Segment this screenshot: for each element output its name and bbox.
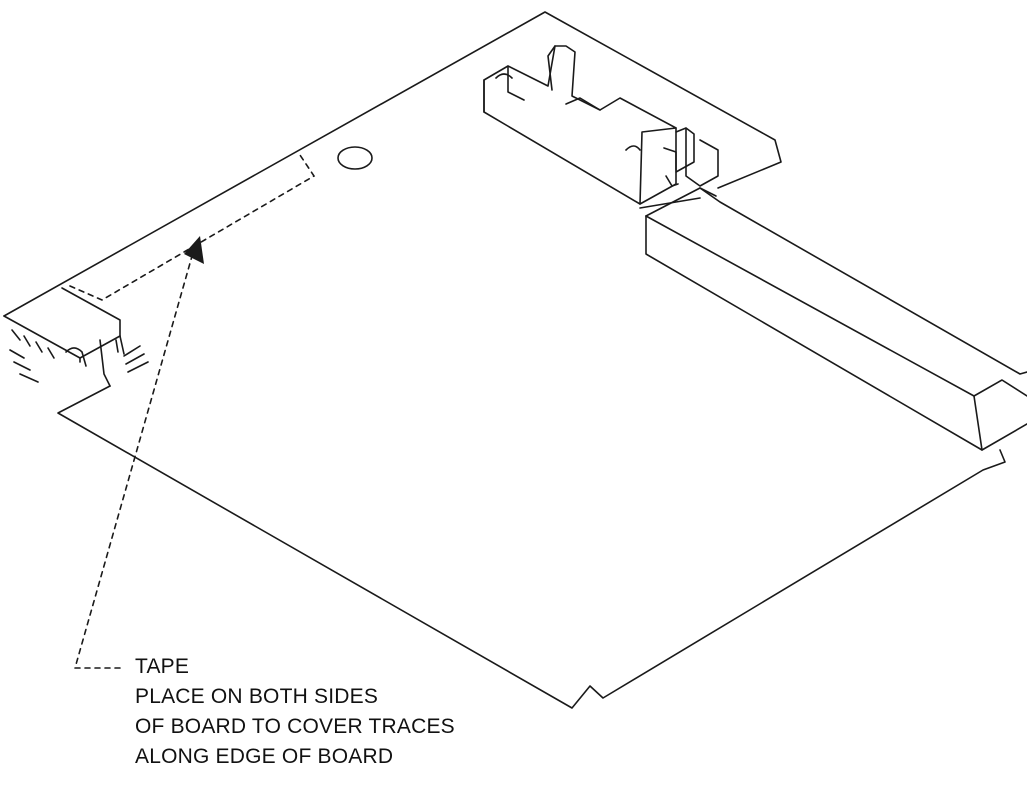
edge-connector	[3, 287, 149, 387]
mounting-hole	[337, 146, 373, 170]
callout-line-3: ALONG EDGE OF BOARD	[135, 745, 394, 768]
tape-leader-line	[73, 241, 197, 669]
top-connector-housing	[483, 45, 719, 205]
callout-line-2: OF BOARD TO COVER TRACES	[135, 715, 455, 738]
callout-title: TAPE	[135, 655, 190, 678]
tape-strip-outline	[69, 151, 316, 301]
circuit-board-outline	[3, 11, 1006, 709]
leader-arrowhead	[184, 236, 204, 264]
tape-callout: TAPE PLACE ON BOTH SIDES OF BOARD TO COV…	[135, 652, 455, 772]
rail-connector	[645, 187, 1027, 451]
callout-line-1: PLACE ON BOTH SIDES	[135, 685, 379, 708]
